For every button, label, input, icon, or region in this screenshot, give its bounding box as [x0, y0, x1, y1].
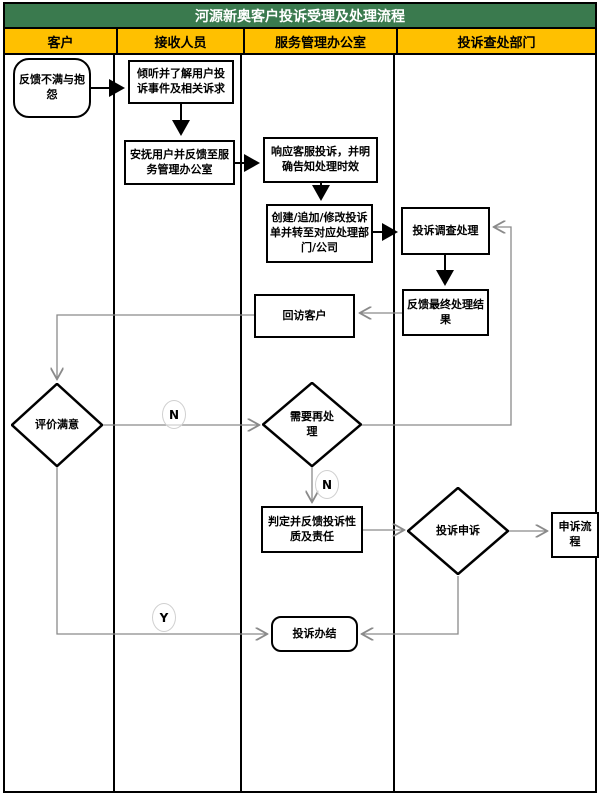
- node-final-result-feedback: 反馈最终处理结果: [402, 289, 489, 336]
- node-label: 安抚用户并反馈至服务管理办公室: [130, 147, 229, 176]
- node-callback-customer: 回访客户: [254, 294, 355, 338]
- node-complaint-appeal: 投诉申诉: [407, 487, 509, 575]
- node-label: 申诉流程: [558, 520, 592, 548]
- diamond-shape: [11, 383, 103, 467]
- node-label: 响应客服投诉，并明确告知处理时效: [271, 145, 370, 173]
- node-judge-nature: 判定并反馈投诉性质及责任: [261, 506, 363, 553]
- lane-divider: [113, 54, 115, 793]
- node-label: 需要再处理: [290, 409, 334, 438]
- node-respond-complaint: 响应客服投诉，并明确告知处理时效: [263, 137, 378, 183]
- node-label: 创建/追加/修改投诉单并转至对应处理部门/公司: [270, 211, 369, 254]
- node-label: 投诉调查处理: [412, 223, 479, 237]
- node-complaint-closed: 投诉办结: [271, 616, 358, 652]
- node-label: 反馈不满与抱怨: [19, 73, 85, 101]
- edge-label-reprocess-no: N: [315, 470, 339, 499]
- node-label: 倾听并了解用户投诉事件及相关诉求: [137, 67, 225, 95]
- lane-divider: [240, 54, 242, 793]
- lane-header-service-office: 服务管理办公室: [243, 29, 396, 53]
- node-label: 回访客户: [282, 308, 327, 322]
- lane-header-row: 客户 接收人员 服务管理办公室 投诉查处部门: [3, 27, 597, 55]
- lane-divider: [393, 54, 395, 793]
- node-label: 投诉办结: [292, 626, 337, 640]
- diamond-shape: [407, 487, 509, 575]
- node-create-ticket: 创建/追加/修改投诉单并转至对应处理部门/公司: [266, 204, 373, 263]
- edge-label-evaluate-yes: Y: [152, 603, 176, 632]
- node-need-reprocess: 需要再处理: [262, 382, 362, 467]
- node-soothe-user: 安抚用户并反馈至服务管理办公室: [124, 140, 235, 185]
- node-label: 投诉申诉: [436, 523, 480, 537]
- node-evaluate-satisfied: 评价满意: [11, 383, 103, 467]
- edge-label-text: N: [168, 407, 180, 422]
- chart-title: 河源新奥客户投诉受理及处理流程: [3, 2, 597, 29]
- node-investigate: 投诉调查处理: [401, 207, 490, 255]
- lane-header-investigation-dept: 投诉查处部门: [396, 29, 595, 53]
- edge-label-text: N: [321, 477, 333, 492]
- edge-label-evaluate-no: N: [162, 400, 186, 429]
- diamond-shape: [262, 382, 362, 467]
- node-label: 评价满意: [35, 417, 79, 431]
- node-label: 判定并反馈投诉性质及责任: [268, 514, 356, 543]
- node-feedback-complaint: 反馈不满与抱怨: [13, 58, 91, 118]
- node-label: 反馈最终处理结果: [407, 297, 484, 326]
- node-listen-understand: 倾听并了解用户投诉事件及相关诉求: [128, 60, 234, 104]
- lane-header-customer: 客户: [5, 29, 116, 53]
- lane-header-receiver: 接收人员: [116, 29, 243, 53]
- node-appeal-flow: 申诉流程: [551, 512, 599, 558]
- edge-label-text: Y: [159, 610, 169, 625]
